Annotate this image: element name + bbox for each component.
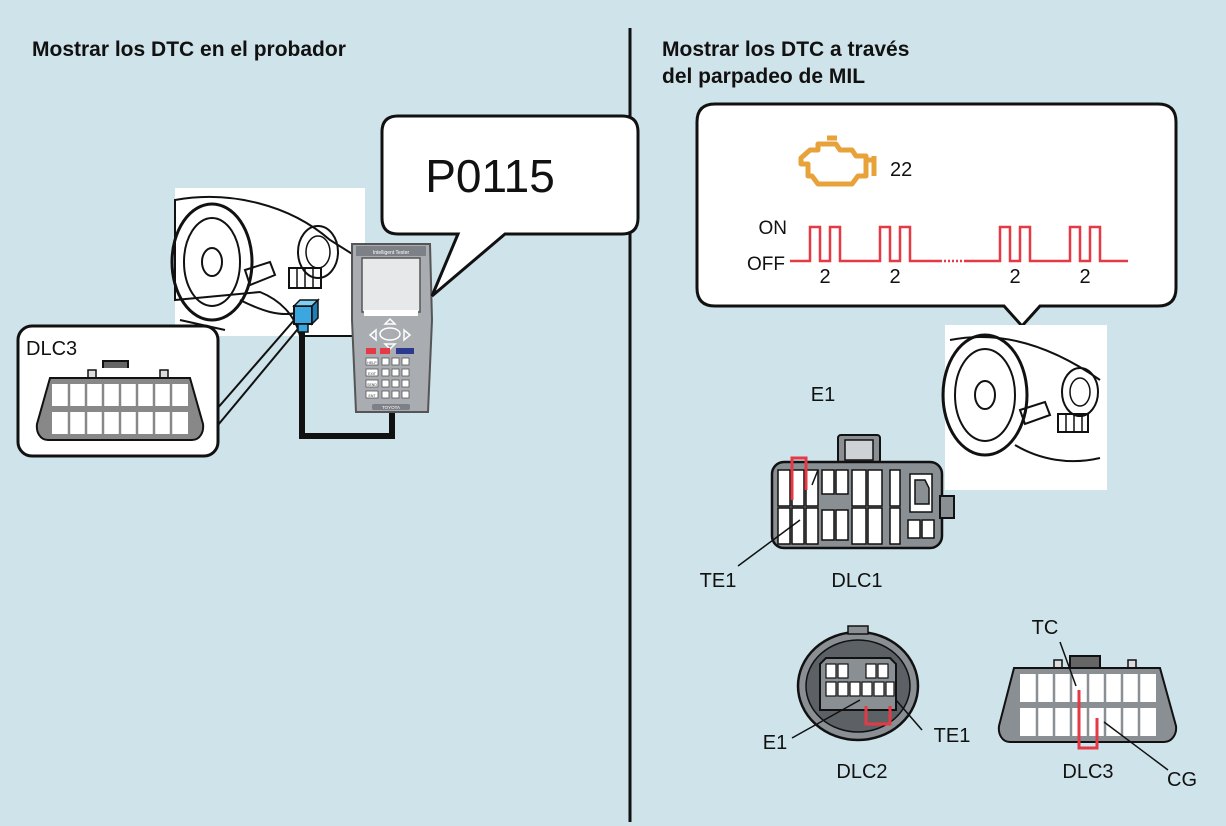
tester-key-send: SEND [367, 383, 377, 387]
tester-key-ent: ENT [369, 394, 377, 398]
right-panel-title-line1: Mostrar los DTC a través [662, 38, 910, 61]
dlc3-jumper-wire [1077, 690, 1099, 750]
left-panel-title: Mostrar los DTC en el probador [32, 38, 346, 61]
dlc1-e1-label: E1 [811, 384, 835, 406]
signal-on-label: ON [759, 218, 788, 239]
pulse-count-1: 2 [819, 266, 830, 288]
blink-signal-first [790, 225, 940, 263]
dlc3-zoom-box: DLC3 [16, 324, 220, 458]
dlc3-plug-connector [292, 298, 320, 333]
tester-cable [299, 330, 395, 439]
tester-header-label: Intelligent Tester [373, 250, 410, 256]
dlc2-connector: E1 TE1 DLC2 [763, 625, 971, 783]
dlc3-tc-label: TC [1032, 617, 1059, 639]
dashboard-illustration-left [170, 188, 366, 337]
tester-brand-label: TOYOTA [382, 405, 400, 410]
dtc-code-bubble: P0115 [380, 114, 640, 298]
dlc1-label: DLC1 [831, 570, 882, 592]
signal-off-label: OFF [747, 254, 785, 275]
dlc3-label: DLC3 [1062, 761, 1113, 783]
dlc1-jumper-wire [790, 456, 808, 500]
blink-signal-second [964, 225, 1128, 263]
dlc2-jumper-wire [864, 706, 892, 726]
pulse-count-3: 2 [1009, 266, 1020, 288]
dlc3-connector: TC CG DLC3 [997, 617, 1197, 791]
dlc3-zoom-label: DLC3 [26, 338, 77, 360]
tester-key-exit: EXIT [368, 372, 377, 376]
dlc2-label: DLC2 [836, 761, 887, 783]
tester-key-help: HELP [367, 361, 377, 365]
check-engine-icon [798, 135, 877, 187]
right-panel-title-line2: del parpadeo de MIL [662, 65, 866, 88]
dlc1-connector: E1 TE1 DLC1 [700, 384, 955, 592]
pulse-count-2: 2 [889, 266, 900, 288]
dlc2-te1-label: TE1 [934, 725, 971, 747]
mil-code-value: 22 [890, 159, 912, 181]
dlc1-te1-label: TE1 [700, 570, 737, 592]
intelligent-tester: Intelligent Tester HELP EXIT SEND ENT TO… [351, 243, 434, 413]
dashboard-illustration-right [941, 325, 1107, 490]
dlc3-cg-label: CG [1167, 769, 1197, 791]
dlc2-e1-label: E1 [763, 732, 787, 754]
pulse-count-4: 2 [1079, 266, 1090, 288]
dtc-code-value: P0115 [425, 150, 555, 202]
mil-blink-bubble: 22 ON OFF 2 2 2 2 [695, 102, 1178, 329]
